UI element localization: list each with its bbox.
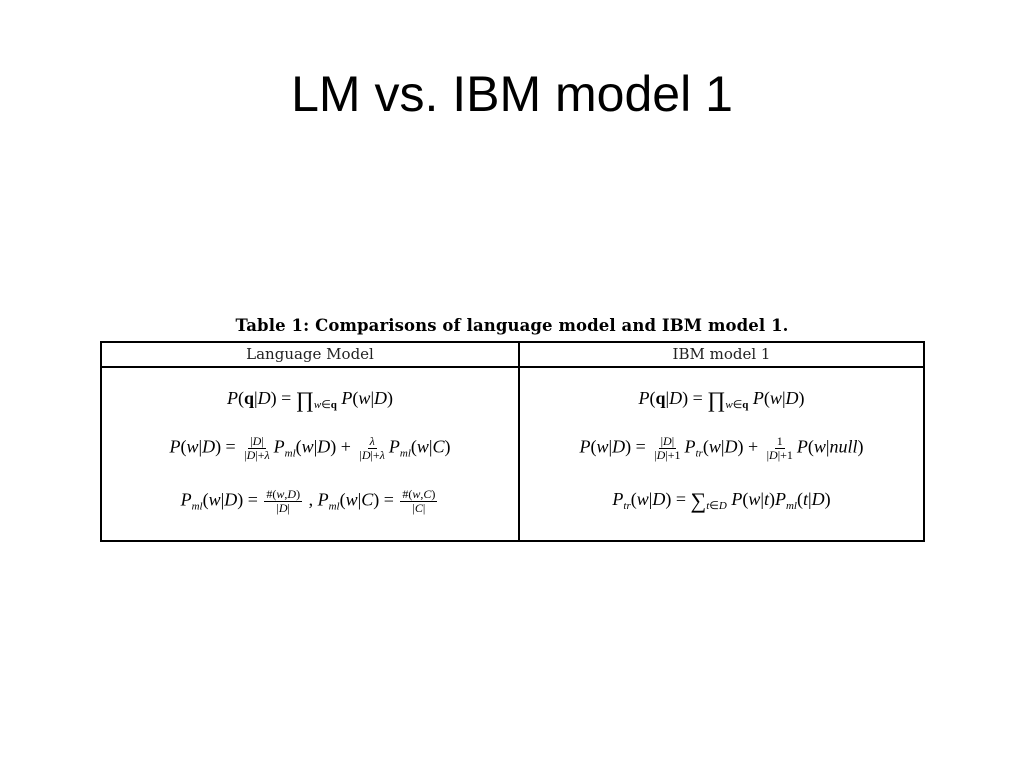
slide-title: LM vs. IBM model 1	[291, 66, 733, 122]
column-language-model: Language Model P(q|D) = ∏w∈q P(w|D) P(w|…	[102, 343, 520, 540]
column-header: IBM model 1	[520, 343, 923, 368]
formula-row: P(q|D) = ∏w∈q P(w|D)	[226, 387, 394, 412]
table-caption: Table 1: Comparisons of language model a…	[235, 316, 789, 335]
formula-row: Ptr(w|D) = ∑t∈D P(w|t)Pml(t|D)	[612, 488, 831, 513]
formula-row: Pml(w|D) = #(w,D)|D| , Pml(w|C) = #(w,C)…	[180, 487, 438, 515]
column-ibm-model-1: IBM model 1 P(q|D) = ∏w∈q P(w|D) P(w|D) …	[520, 343, 923, 540]
formula-row: P(q|D) = ∏w∈q P(w|D)	[638, 387, 805, 412]
column-header: Language Model	[102, 343, 518, 368]
comparison-table: Language Model P(q|D) = ∏w∈q P(w|D) P(w|…	[100, 341, 925, 542]
